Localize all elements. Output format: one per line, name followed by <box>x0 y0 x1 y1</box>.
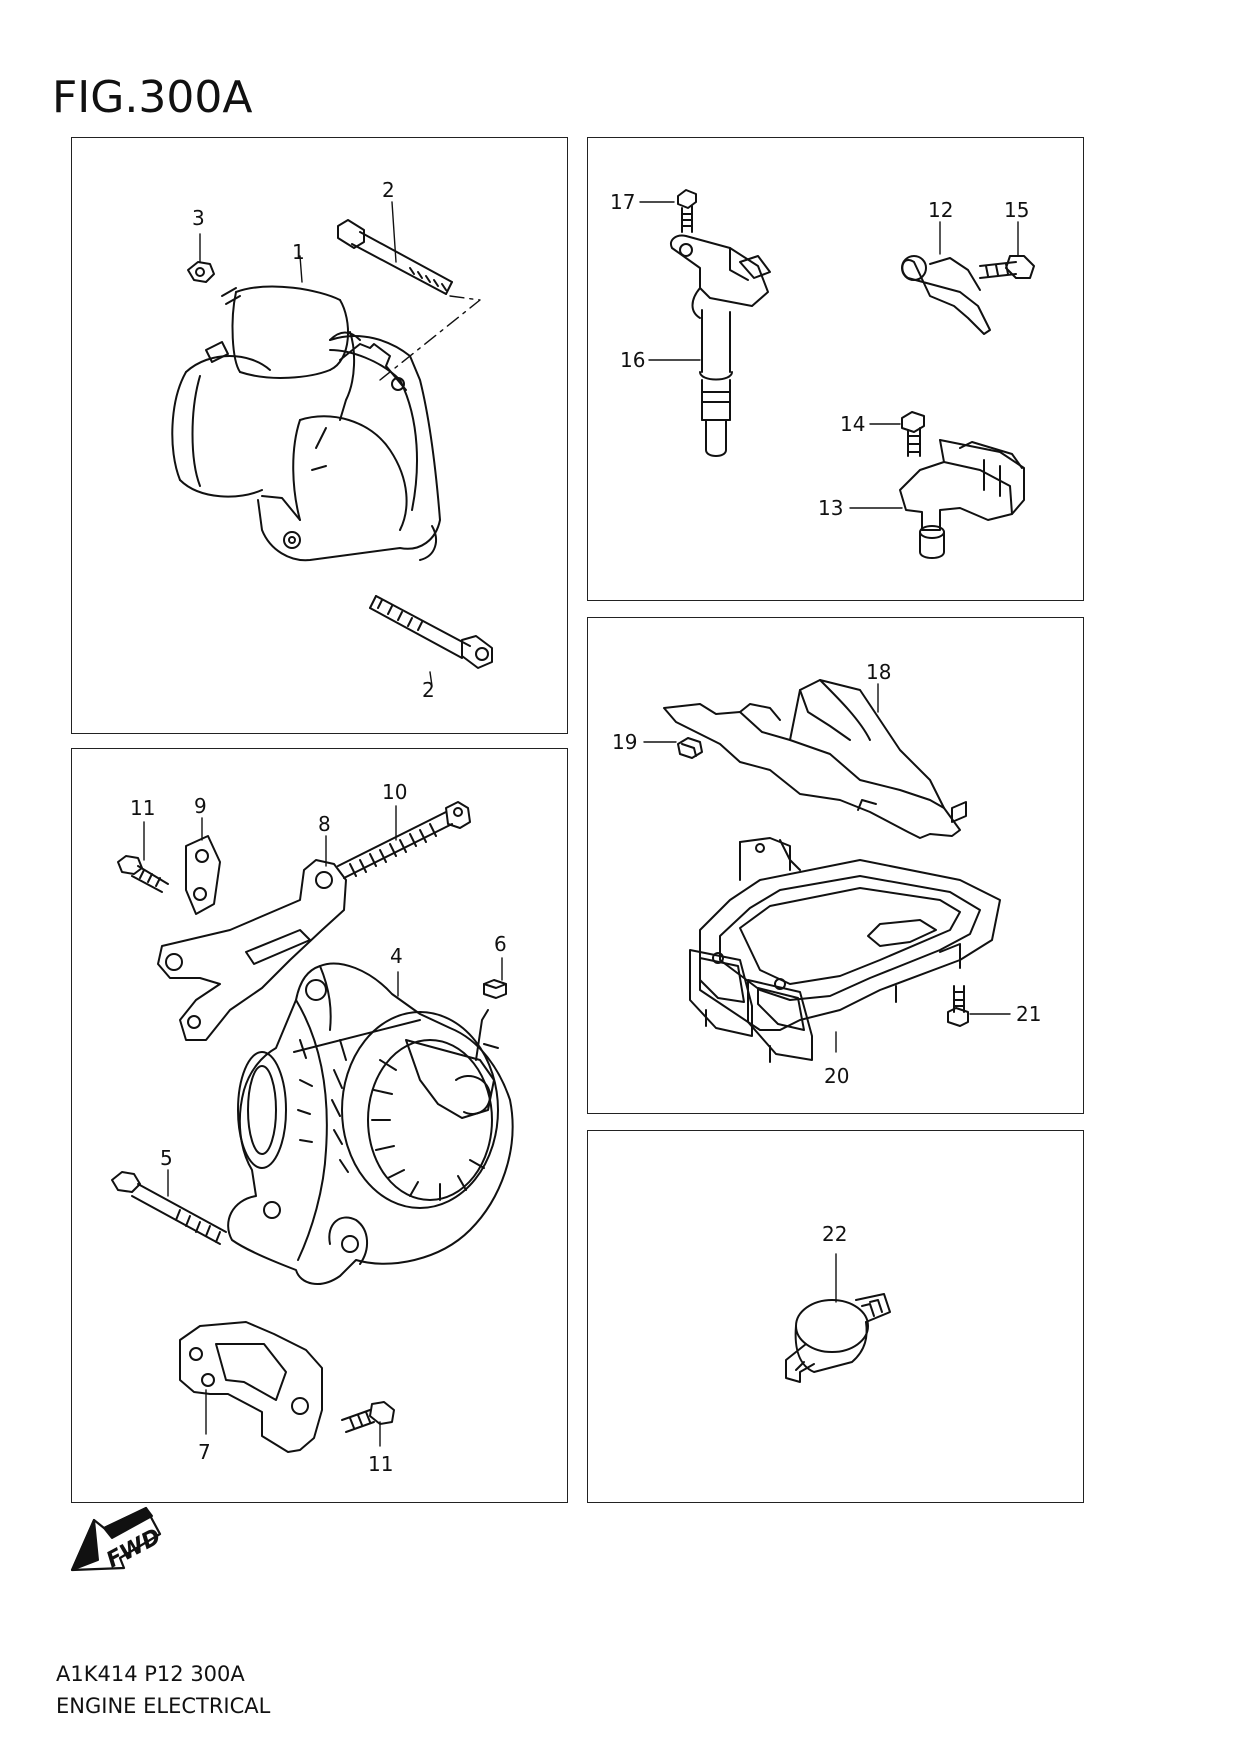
callout-7: 7 <box>198 1440 211 1464</box>
callout-10: 10 <box>382 780 408 804</box>
callout-15: 15 <box>1004 198 1030 222</box>
callout-11-bottom: 11 <box>368 1452 394 1476</box>
alternator-pivot-bolt <box>111 1171 227 1245</box>
starter-motor-panel <box>71 137 568 734</box>
callout-2-top: 2 <box>382 178 395 202</box>
callout-3: 3 <box>192 206 205 230</box>
callout-16: 16 <box>620 348 646 372</box>
callout-13: 13 <box>818 496 844 520</box>
callout-1: 1 <box>292 240 305 264</box>
callout-4: 4 <box>390 944 403 968</box>
ecm-nut <box>677 737 703 759</box>
callout-19: 19 <box>612 730 638 754</box>
callout-2-bottom: 2 <box>422 678 435 702</box>
figure-title: FIG.300A <box>52 72 253 123</box>
footer-code: A1K414 P12 300A <box>56 1662 245 1686</box>
ecm-bracket-drawing <box>663 679 967 839</box>
alternator-bolt-lower <box>341 1401 395 1433</box>
callout-11-top: 11 <box>130 796 156 820</box>
forward-direction-icon <box>70 1506 162 1572</box>
alternator-panel <box>71 748 568 1503</box>
callout-12: 12 <box>928 198 954 222</box>
starter-nut <box>187 261 215 283</box>
starter-bolt-bottom <box>369 595 493 669</box>
callout-8: 8 <box>318 812 331 836</box>
ecm-unit-drawing <box>689 837 1001 1063</box>
oil-pressure-switch-drawing <box>785 1293 891 1383</box>
crank-position-sensor-drawing <box>899 411 1025 559</box>
callout-20: 20 <box>824 1064 850 1088</box>
callout-6: 6 <box>494 932 507 956</box>
alternator-bracket-drawing <box>117 801 471 1041</box>
ignition-coil-drawing <box>670 189 771 457</box>
starter-motor-drawing <box>171 219 493 669</box>
starter-bolt-top <box>337 219 453 295</box>
fwd-label: FWD <box>103 1524 166 1573</box>
fwd-label-svg: FWD <box>103 1524 166 1573</box>
cam-position-sensor-drawing <box>901 255 1035 335</box>
callout-9: 9 <box>194 794 207 818</box>
alternator-lower-bracket-drawing <box>179 1321 323 1453</box>
callout-14: 14 <box>840 412 866 436</box>
ignition-sensor-panel <box>587 137 1084 601</box>
alternator-nut <box>483 979 507 999</box>
pressure-switch-panel <box>587 1130 1084 1503</box>
footer-title: ENGINE ELECTRICAL <box>56 1694 271 1718</box>
alternator-drawing <box>227 962 514 1285</box>
ecm-panel <box>587 617 1084 1114</box>
callout-17: 17 <box>610 190 636 214</box>
callout-5: 5 <box>160 1146 173 1170</box>
callout-22: 22 <box>822 1222 848 1246</box>
callout-21: 21 <box>1016 1002 1042 1026</box>
callout-18: 18 <box>866 660 892 684</box>
ecm-bolt <box>947 985 969 1027</box>
